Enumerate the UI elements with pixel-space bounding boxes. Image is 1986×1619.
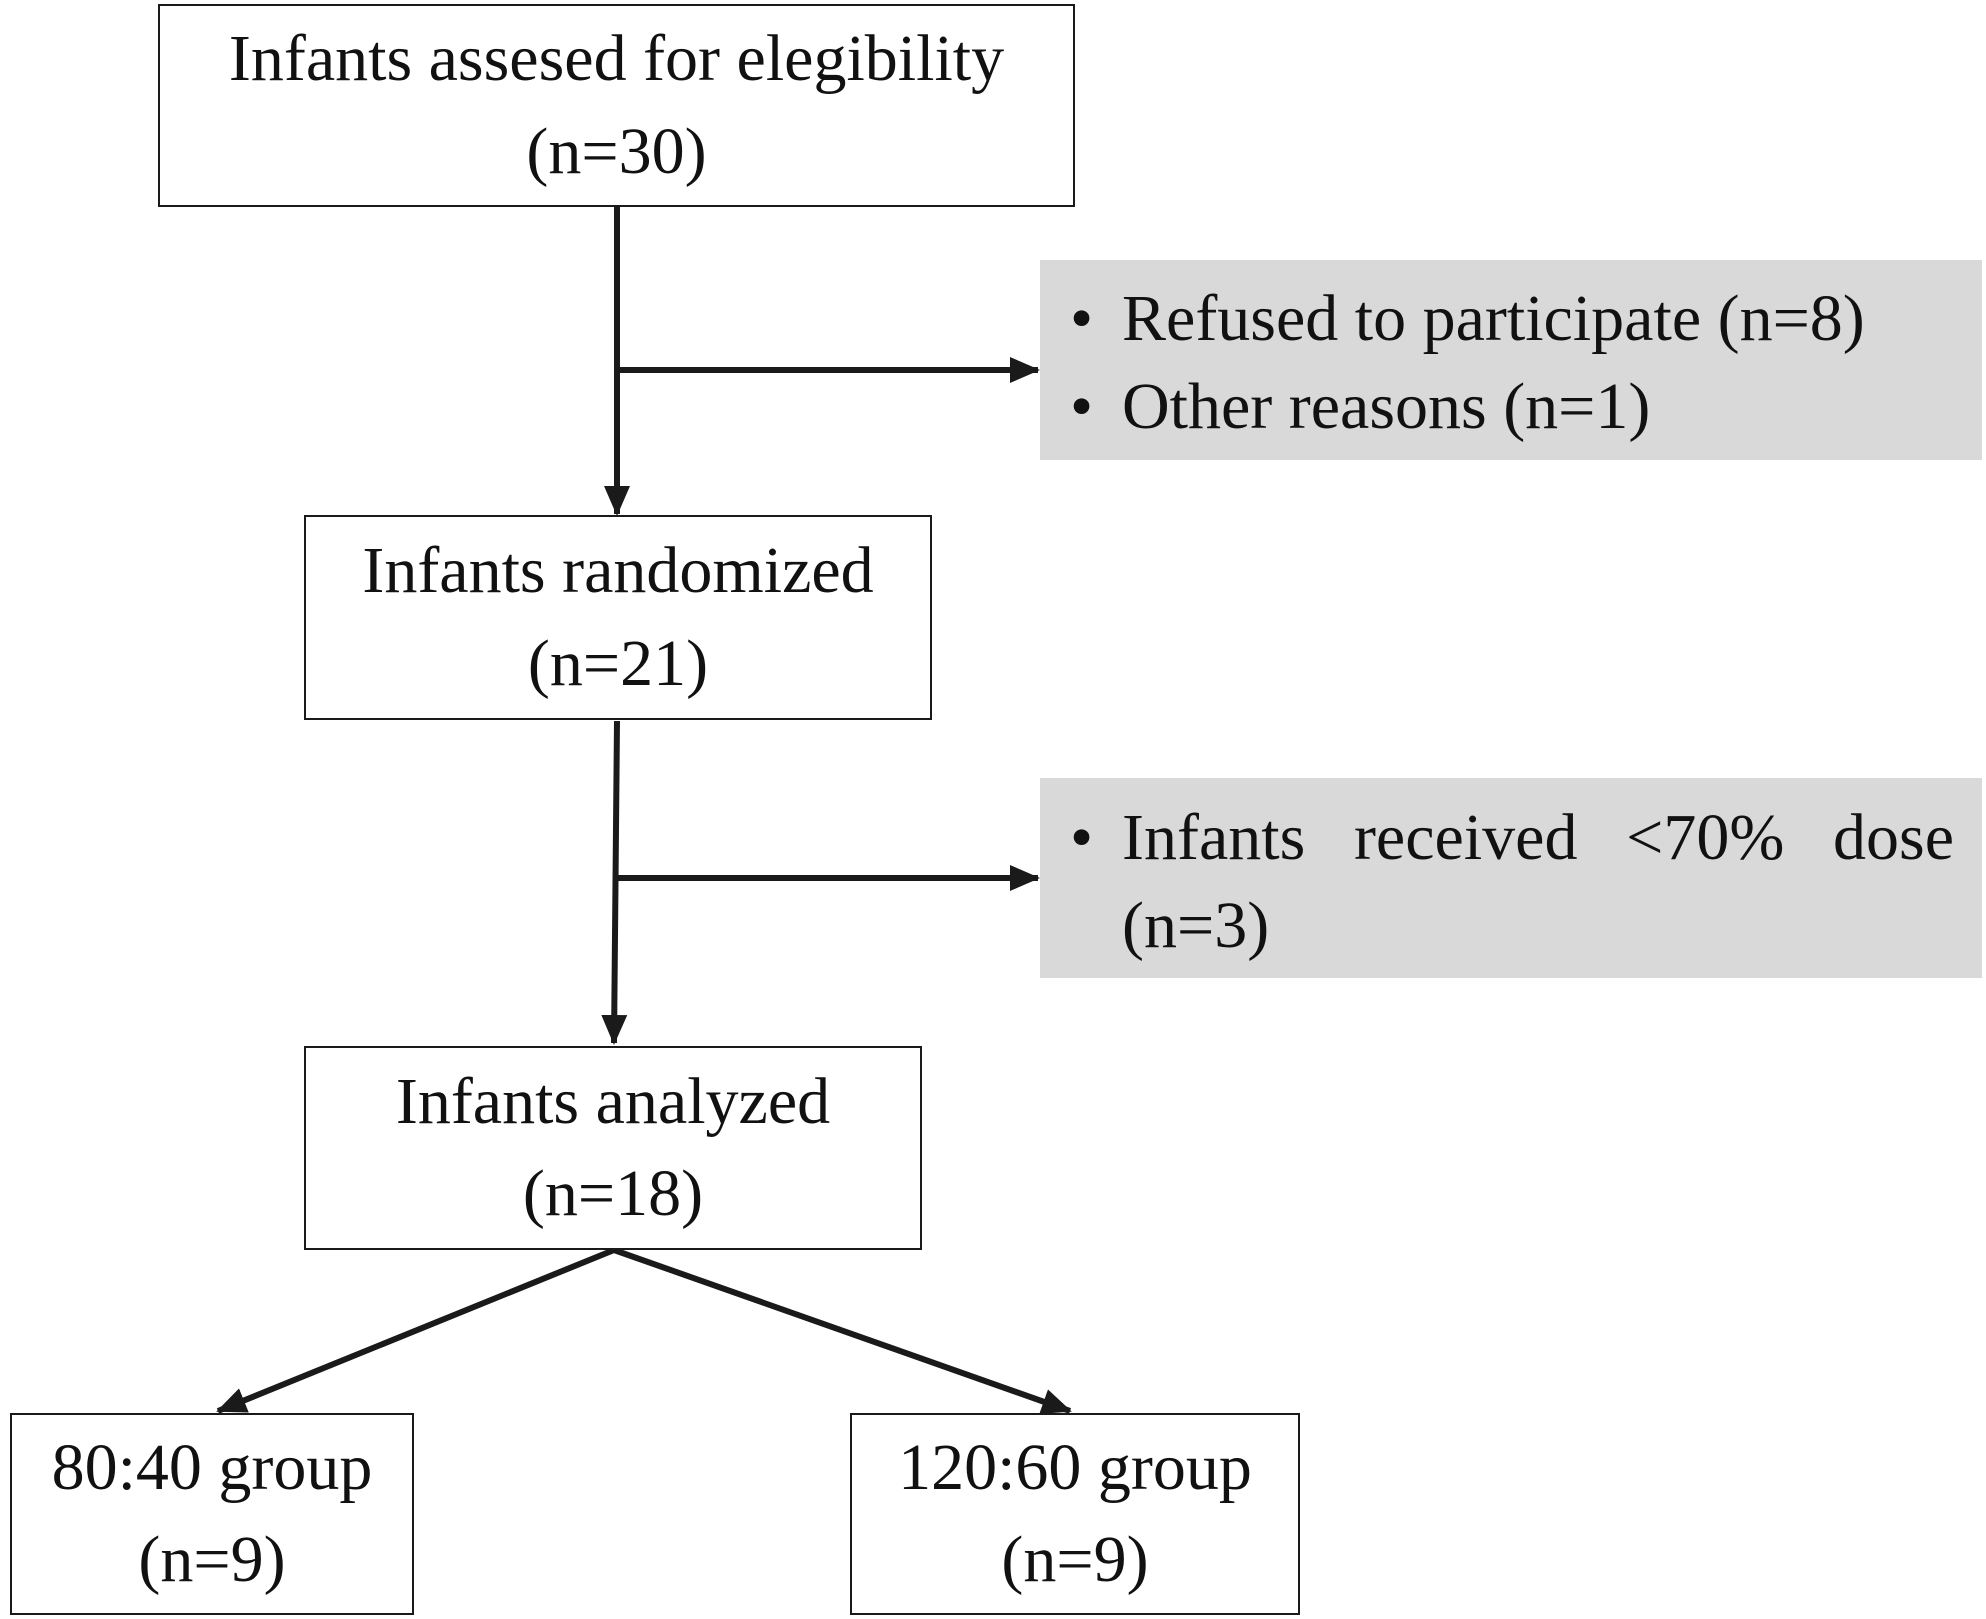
group-120-60-count: (n=9) bbox=[1001, 1523, 1149, 1596]
exclusion-box-2: Infants received <70% dose (n=3) bbox=[1040, 778, 1982, 978]
assessed-box: Infants assesed for elegibility (n=30) bbox=[158, 4, 1075, 207]
analyzed-box: Infants analyzed (n=18) bbox=[304, 1046, 922, 1250]
exclusion-item-other: Other reasons (n=1) bbox=[1070, 363, 1982, 451]
group-80-40-box: 80:40 group (n=9) bbox=[10, 1413, 414, 1615]
exclusion-item-refused: Refused to participate (n=8) bbox=[1070, 275, 1982, 363]
group-120-60-box: 120:60 group (n=9) bbox=[850, 1413, 1300, 1615]
group-80-40-label: 80:40 group bbox=[51, 1430, 373, 1504]
arrow-randomized-to-analyzed bbox=[601, 720, 628, 1045]
arrow-analyzed-to-120-60 bbox=[613, 1247, 1072, 1414]
exclusion-item-dose-count: (n=3) bbox=[1122, 888, 1270, 962]
arrow-analyzed-to-80-40 bbox=[216, 1247, 616, 1414]
group-120-60-label: 120:60 group bbox=[898, 1430, 1252, 1504]
exclusion-item-dose: Infants received <70% dose bbox=[1122, 801, 1954, 874]
exclusion-box-1: Refused to participate (n=8) Other reaso… bbox=[1040, 260, 1982, 460]
randomized-box: Infants randomized (n=21) bbox=[304, 515, 932, 720]
group-80-40-count: (n=9) bbox=[138, 1523, 286, 1596]
analyzed-count: (n=18) bbox=[522, 1157, 704, 1230]
randomized-label: Infants randomized bbox=[362, 534, 874, 608]
analyzed-label: Infants analyzed bbox=[395, 1064, 831, 1138]
assessed-count: (n=30) bbox=[526, 114, 707, 188]
randomized-count: (n=21) bbox=[527, 626, 709, 700]
assessed-label: Infants assesed for elegibility bbox=[228, 22, 1005, 96]
